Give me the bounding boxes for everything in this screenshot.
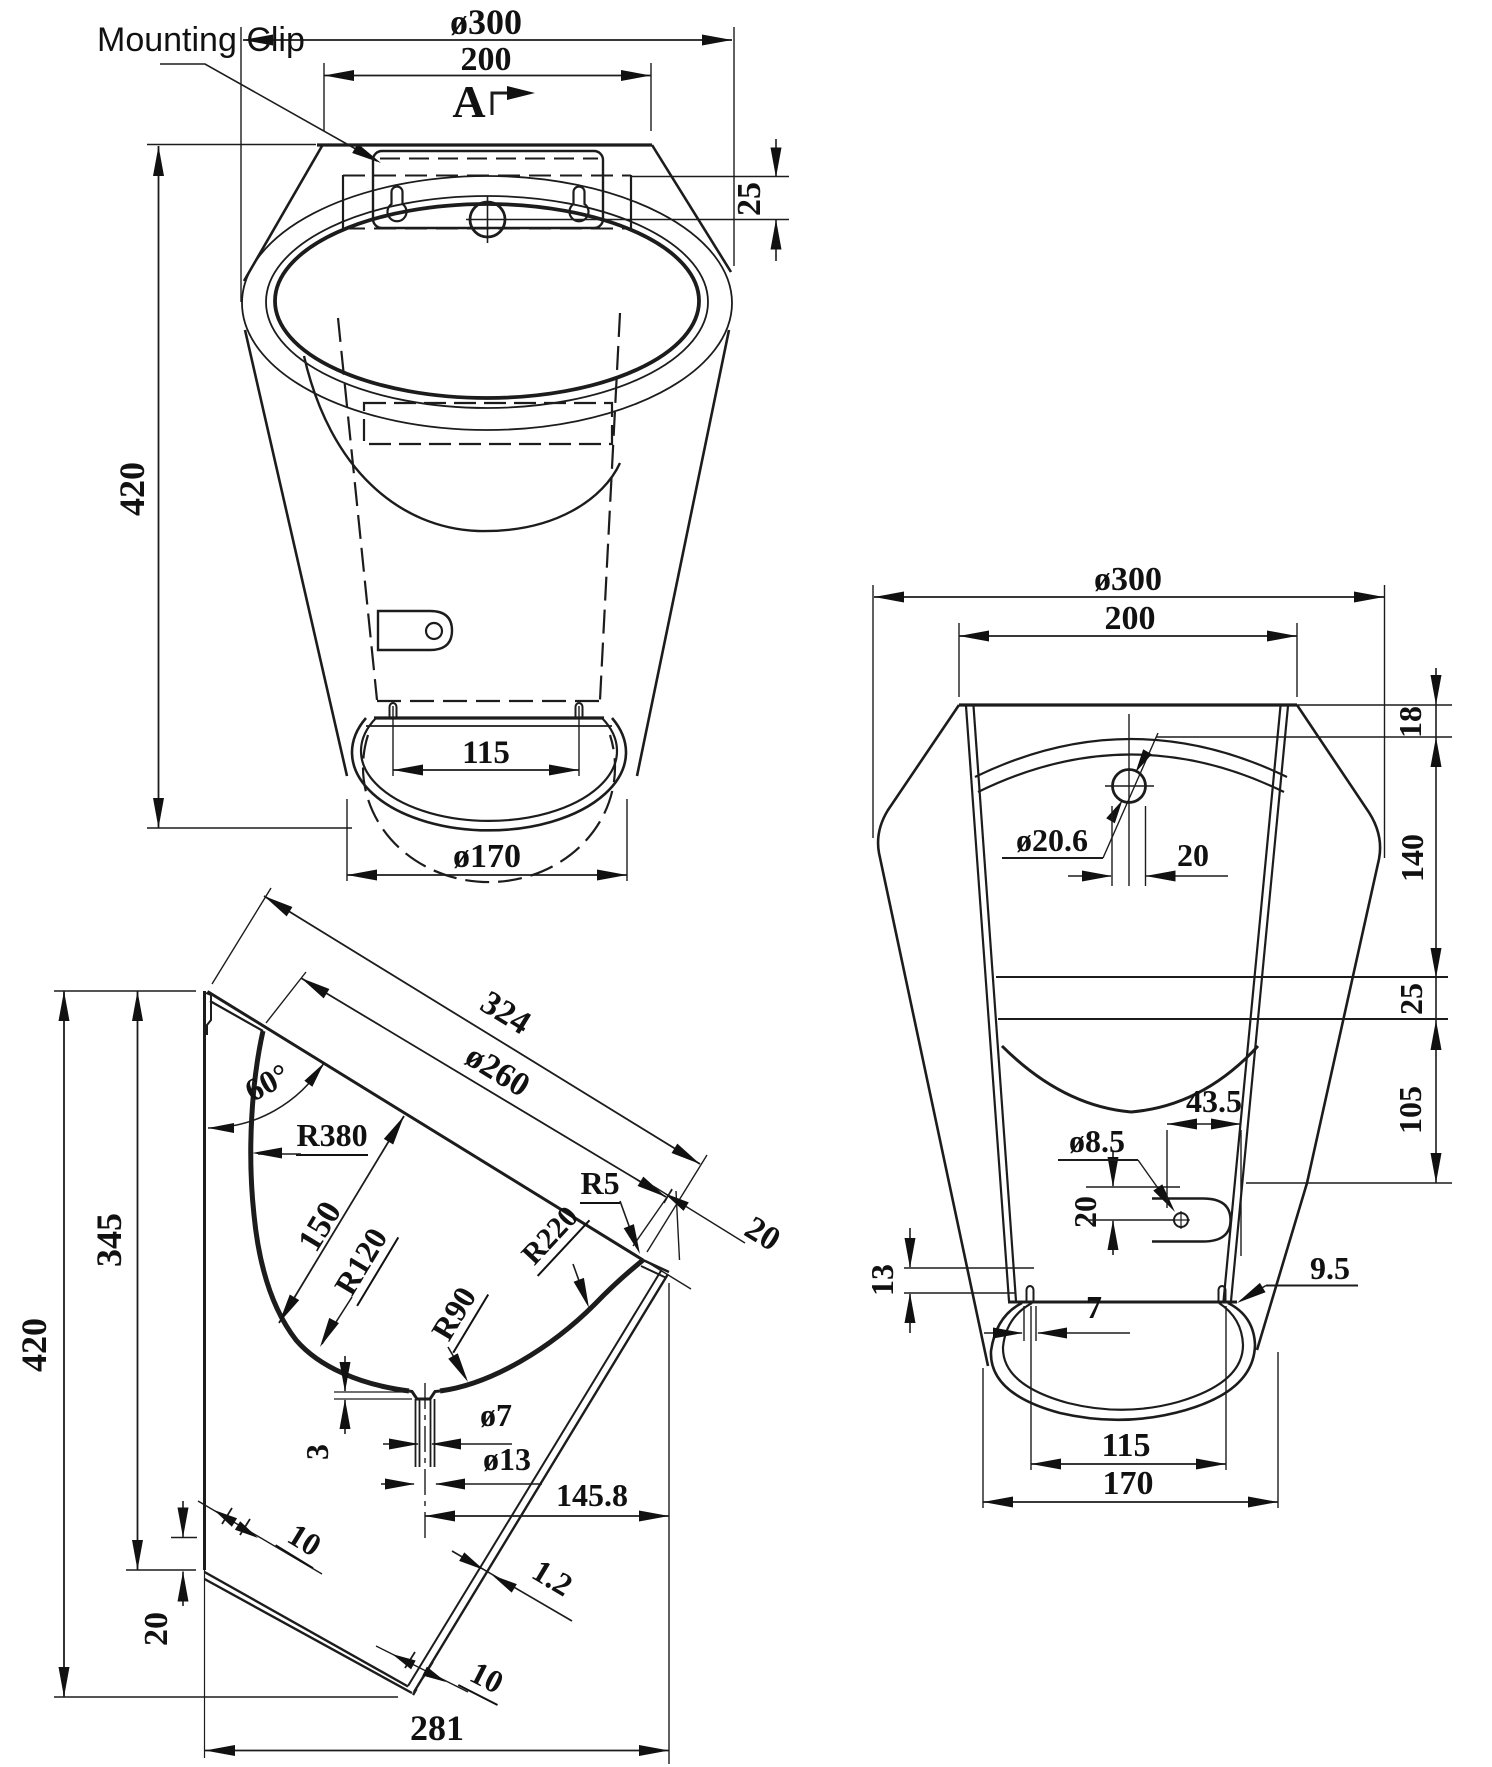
svg-text:7: 7	[1086, 1289, 1102, 1325]
svg-text:Mounting Clip: Mounting Clip	[97, 21, 305, 59]
svg-text:9.5: 9.5	[1310, 1250, 1350, 1286]
svg-text:105: 105	[1392, 1086, 1428, 1134]
svg-text:13: 13	[864, 1264, 900, 1296]
svg-text:20: 20	[1177, 837, 1209, 873]
svg-text:18: 18	[1392, 706, 1428, 738]
svg-text:ø300: ø300	[450, 2, 522, 42]
svg-text:20: 20	[138, 1612, 175, 1646]
svg-text:3: 3	[299, 1444, 335, 1460]
svg-text:281: 281	[410, 1708, 464, 1748]
svg-text:420: 420	[14, 1318, 54, 1372]
svg-text:25: 25	[1393, 983, 1429, 1015]
svg-text:43.5: 43.5	[1186, 1083, 1242, 1119]
svg-text:115: 115	[462, 735, 510, 771]
svg-text:20: 20	[1067, 1196, 1103, 1228]
svg-text:R5: R5	[580, 1165, 619, 1201]
svg-text:ø300: ø300	[1094, 561, 1162, 598]
svg-text:R380: R380	[296, 1117, 367, 1153]
svg-text:115: 115	[1101, 1427, 1150, 1464]
svg-text:200: 200	[1105, 600, 1156, 637]
svg-text:ø7: ø7	[480, 1397, 512, 1433]
svg-text:ø8.5: ø8.5	[1069, 1123, 1125, 1159]
svg-text:200: 200	[461, 41, 512, 78]
svg-text:ø13: ø13	[483, 1441, 531, 1477]
svg-text:ø20.6: ø20.6	[1016, 822, 1088, 858]
svg-text:ø170: ø170	[453, 838, 521, 875]
svg-text:145.8: 145.8	[556, 1477, 628, 1513]
svg-text:345: 345	[89, 1213, 129, 1267]
svg-text:420: 420	[112, 462, 152, 516]
svg-text:140: 140	[1394, 834, 1430, 882]
svg-text:170: 170	[1103, 1465, 1154, 1502]
svg-text:A: A	[452, 76, 485, 127]
svg-text:25: 25	[731, 182, 768, 216]
